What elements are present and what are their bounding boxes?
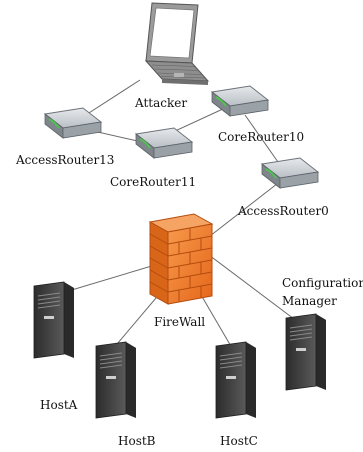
hostb-label: HostB	[118, 434, 156, 448]
attacker-label: Attacker	[135, 96, 188, 110]
router-icon	[260, 157, 320, 189]
corerouter11-label: CoreRouter11	[110, 175, 197, 189]
accessrouter0-label: AccessRouter0	[238, 204, 329, 218]
router-icon	[134, 127, 194, 159]
configmanager-label-line2: Manager	[282, 294, 337, 308]
firewall-label: FireWall	[154, 315, 206, 329]
firewall-icon	[148, 213, 214, 305]
accessrouter13-label: AccessRouter13	[16, 153, 115, 167]
corerouter10-label: CoreRouter10	[218, 130, 305, 144]
hostc-label: HostC	[220, 434, 258, 448]
link-accessrouter0-firewall	[209, 179, 283, 237]
laptop-icon	[144, 2, 210, 85]
router-icon	[43, 107, 103, 139]
router-icon	[210, 85, 270, 117]
hosta-label: HostA	[40, 398, 78, 412]
configmanager-label-line1: Configuration	[282, 276, 363, 290]
link-firewall-configmanager	[204, 251, 299, 323]
server-icon	[215, 341, 256, 419]
link-corerouter10-accessrouter0	[244, 114, 279, 163]
server-icon	[95, 341, 136, 419]
server-icon	[285, 313, 326, 391]
server-icon	[33, 281, 74, 359]
